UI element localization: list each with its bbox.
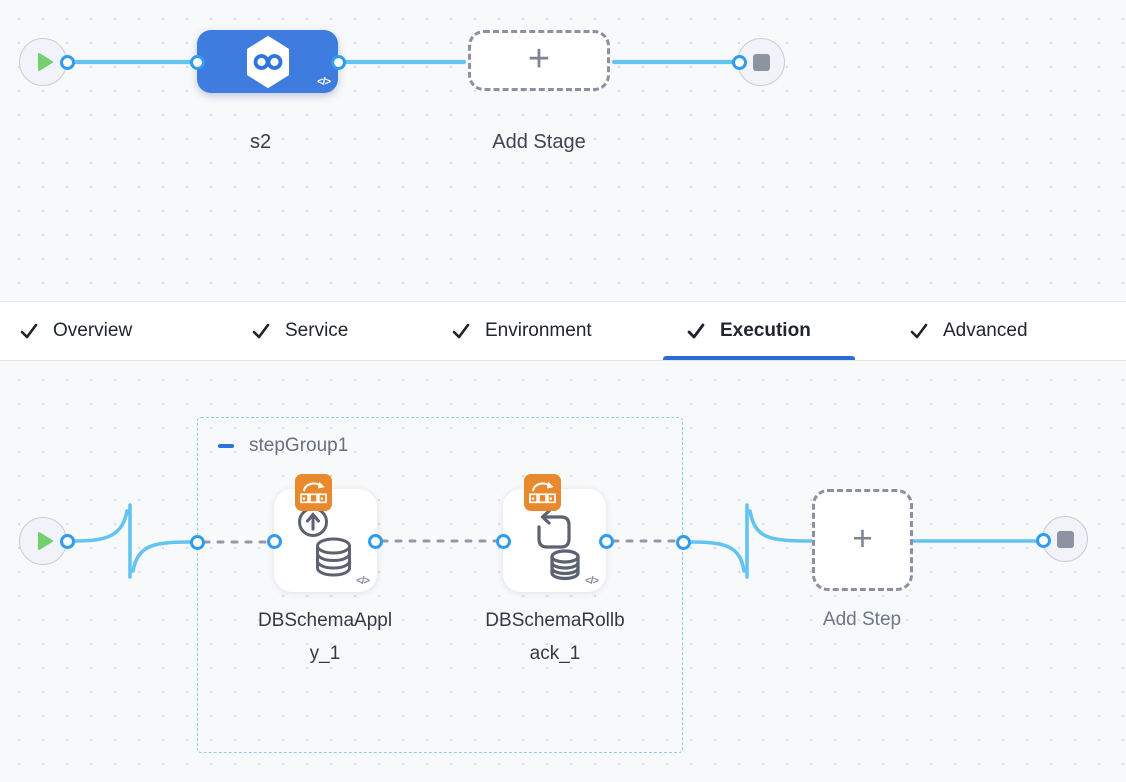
db-rollback-icon [537,509,580,581]
step-name-line: DBSchemaAppl [257,610,393,631]
stage-config-tabbar: Overview Service Environment Execution A… [0,301,1126,361]
port-step2-out[interactable] [598,533,614,549]
execution-canvas[interactable]: stepGroup1 </> [0,361,1126,782]
step-name-line: DBSchemaRollb [485,610,625,631]
stop-icon [1056,530,1074,548]
port-stage-in[interactable] [189,54,205,70]
db-apply-icon [298,507,352,577]
collapse-group-icon[interactable] [218,444,234,448]
port-exec-start-out[interactable] [59,533,75,549]
port-stage-out[interactable] [330,54,346,70]
check-icon [910,323,928,339]
execution-start-node[interactable] [19,517,67,565]
step-group-name[interactable]: stepGroup1 [249,435,349,456]
step-name-label: DBSchemaAppl y_1 [215,604,435,670]
stage-node-s2[interactable]: </> [197,30,338,93]
port-end-in[interactable] [731,54,747,70]
tab-label: Overview [53,320,133,341]
execution-connector-lines [68,503,1040,579]
pipeline-end-node[interactable] [737,38,785,86]
pipeline-start-node[interactable] [19,38,67,86]
add-stage-label: Add Stage [492,131,586,153]
check-icon [20,323,38,339]
check-icon [452,323,470,339]
tab-environment[interactable]: Environment [450,302,592,360]
plus-icon: + [527,37,551,80]
add-step-label: Add Step [822,609,902,630]
step-name-line: ack_1 [529,643,581,664]
tab-execution[interactable]: Execution [663,302,855,360]
play-icon [37,532,53,550]
code-icon[interactable]: </> [585,575,599,587]
check-icon [687,323,705,339]
step-group-box[interactable] [197,417,683,753]
port-exec-end-in[interactable] [1035,532,1051,548]
plus-icon: + [852,518,873,558]
active-tab-underline [663,356,855,360]
check-icon [252,323,270,339]
stop-icon [752,53,770,71]
step-name-label: DBSchemaRollb ack_1 [445,604,665,670]
stage-connector-lines [67,59,739,65]
tab-label: Service [285,320,349,341]
step-name-line: y_1 [309,643,341,664]
tab-overview[interactable]: Overview [18,302,132,360]
cd-stage-hexagon-icon [246,35,289,88]
schema-migration-badge-icon [524,474,561,511]
step-group-header: stepGroup1 [218,435,348,457]
schema-migration-badge-icon [295,474,332,511]
tab-label: Advanced [943,320,1028,341]
port-group-in[interactable] [189,534,205,550]
port-step1-in[interactable] [266,533,282,549]
tab-label: Environment [485,320,592,341]
port-step2-in[interactable] [495,533,511,549]
add-step-button[interactable]: + [812,489,913,591]
tab-service[interactable]: Service [250,302,348,360]
code-icon[interactable]: </> [317,76,331,88]
port-step1-out[interactable] [367,533,383,549]
stage-name-label: s2 [249,131,272,153]
tab-label: Execution [720,320,811,341]
stage-pipeline-canvas[interactable]: </> + s2 Add Stage [0,0,1126,301]
add-stage-button[interactable]: + [468,30,610,91]
port-start-out[interactable] [59,54,75,70]
port-group-out[interactable] [675,534,691,550]
play-icon [37,53,53,71]
code-icon[interactable]: </> [356,575,370,587]
tab-advanced[interactable]: Advanced [908,302,1028,360]
